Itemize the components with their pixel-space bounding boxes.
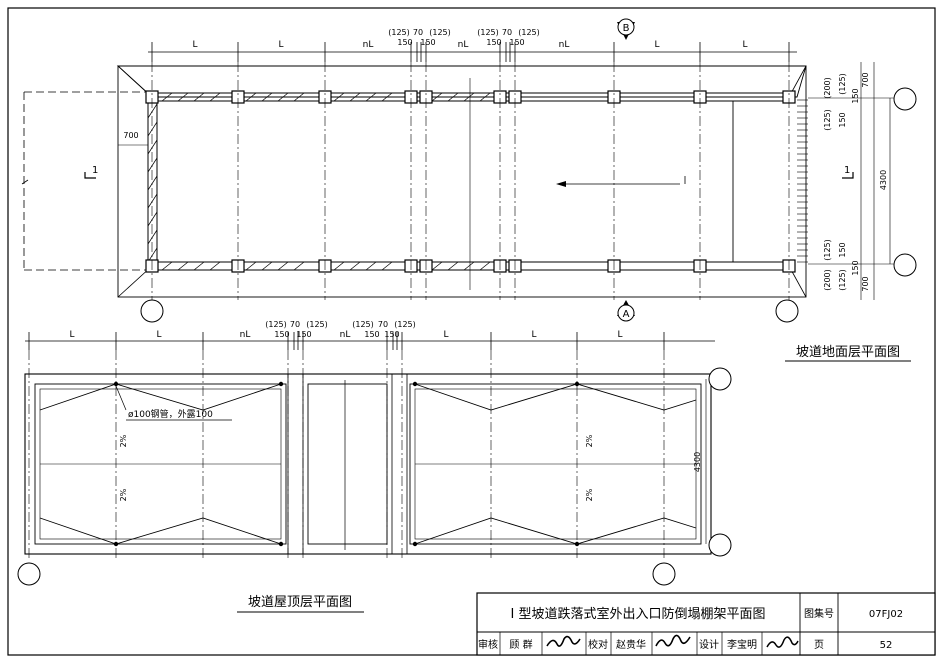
ground-dim-4: nL <box>458 40 469 50</box>
reviewer-name: 顾 群 <box>509 638 532 651</box>
roof-dim-small-b2: 70 <box>378 320 388 329</box>
check-label: 校对 <box>588 638 608 651</box>
designer-signature <box>766 636 799 648</box>
drawing-title: I 型坡道跌落式室外出入口防倒塌棚架平面图 <box>511 606 766 622</box>
ground-plan-title: 坡道地面层平面图 <box>796 345 900 360</box>
roof-slope-2: 2% <box>119 488 128 501</box>
roof-plan-title: 坡道屋顶层平面图 <box>248 595 352 610</box>
ground-dim-small-b3: (125) <box>518 28 540 37</box>
ground-dim-5: nL <box>559 40 570 50</box>
atlas-number: 07FJ02 <box>869 609 903 620</box>
reviewer-signature <box>546 635 581 647</box>
axis-b-label: B <box>623 23 630 34</box>
roof-dim-5: L <box>443 330 448 340</box>
roof-dim-small-b5: 150 <box>384 330 399 339</box>
ground-dim-left: 700 <box>123 131 138 140</box>
ground-dim-rt-1: (200) <box>823 77 832 99</box>
design-label: 设计 <box>699 638 719 651</box>
ground-dim-small-a2: 70 <box>413 28 423 37</box>
atlas-label: 图集号 <box>804 607 834 620</box>
ground-dim-rt-6: 150 <box>838 112 847 127</box>
ground-dim-small-a1: (125) <box>388 28 410 37</box>
ground-dim-small-a5: 150 <box>420 38 435 47</box>
ground-dim-small-a4: 150 <box>397 38 412 47</box>
ground-dim-small-b1: (125) <box>477 28 499 37</box>
checker-signature <box>655 634 691 647</box>
ground-dim-rb-3: (200) <box>823 269 832 291</box>
roof-slope-1: 2% <box>119 434 128 447</box>
ground-dim-1: L <box>192 40 197 50</box>
page-label: 页 <box>814 639 824 651</box>
title-block: I 型坡道跌落式室外出入口防倒塌棚架平面图 图集号 07FJ02 审核 顾 群 … <box>476 592 936 656</box>
roof-dim-small-a4: 150 <box>274 330 289 339</box>
roof-dim-small-a5: 150 <box>296 330 311 339</box>
ground-dim-small-b5: 150 <box>509 38 524 47</box>
section-mark-right: 1 <box>844 165 850 176</box>
review-label: 审核 <box>478 638 498 651</box>
page-number: 52 <box>880 640 893 651</box>
roof-dim-4: nL <box>340 330 351 340</box>
section-mark-left: 1 <box>92 165 98 176</box>
designer-name: 李宝明 <box>727 638 757 651</box>
ground-dim-rb-4: (125) <box>838 269 847 291</box>
ground-dim-rt-4: 150 <box>851 88 860 103</box>
ground-floor-plan: L L nL nL nL L L (125) 70 (125) 150 150 … <box>21 18 917 362</box>
ground-dim-3: nL <box>363 40 374 50</box>
ground-dim-rb-5: 700 <box>861 276 870 291</box>
roof-dim-1: L <box>69 330 74 340</box>
ground-dim-small-b4: 150 <box>486 38 501 47</box>
roof-dim-2: L <box>156 330 161 340</box>
ground-dim-6: L <box>654 40 659 50</box>
ground-dim-small-a3: (125) <box>429 28 451 37</box>
ground-dim-2: L <box>278 40 283 50</box>
ground-dim-rb-2: 150 <box>838 242 847 257</box>
ground-dim-7: L <box>742 40 747 50</box>
roof-dim-small-a1: (125) <box>265 320 287 329</box>
ground-dim-small-b2: 70 <box>502 28 512 37</box>
sheet-border <box>7 7 936 656</box>
roof-dim-span: 4300 <box>693 452 702 472</box>
roof-dim-7: L <box>617 330 622 340</box>
roof-slope-4: 2% <box>585 488 594 501</box>
roof-dim-small-b4: 150 <box>364 330 379 339</box>
ground-dim-rt-5: (125) <box>823 109 832 131</box>
ground-dim-span: 4300 <box>879 170 888 190</box>
roof-dim-small-a3: (125) <box>306 320 328 329</box>
axis-a-label: A <box>623 309 630 320</box>
ground-dim-rb-1: (125) <box>823 239 832 261</box>
roof-plan: L L nL nL L L L (125) 70 (125) 150 150 (… <box>17 320 732 613</box>
pipe-note: ø100钢管，外露100 <box>128 408 213 420</box>
checker-name: 赵贵华 <box>616 638 646 651</box>
roof-dim-6: L <box>531 330 536 340</box>
roof-dim-3: nL <box>240 330 251 340</box>
roof-dim-small-b1: (125) <box>352 320 374 329</box>
roof-dim-small-a2: 70 <box>290 320 300 329</box>
ground-dim-rt-2: (125) <box>838 73 847 95</box>
roof-slope-3: 2% <box>585 434 594 447</box>
roof-dim-small-b3: (125) <box>394 320 416 329</box>
ground-dim-rb-6: 150 <box>851 260 860 275</box>
ground-dim-rt-3: 700 <box>861 72 870 87</box>
